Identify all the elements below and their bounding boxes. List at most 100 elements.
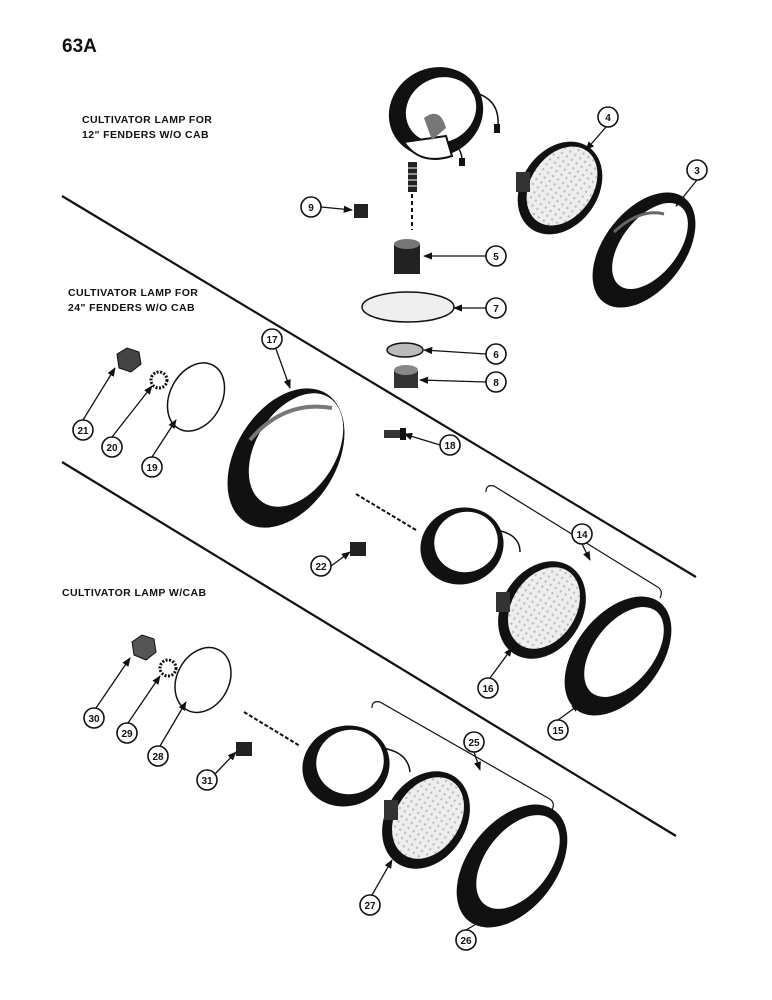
callout-leader [419,376,487,384]
callout-19: 19 [141,456,163,478]
lockwasher-29 [158,658,178,678]
callout-27: 27 [359,894,381,916]
svg-text:15: 15 [552,726,564,737]
callout-leader [330,551,351,567]
lamp-shield-17 [227,388,345,528]
svg-text:6: 6 [493,350,499,361]
callout-leader [95,657,131,709]
callout-26: 26 [455,929,477,951]
callout-5: 5 [485,245,507,267]
svg-text:26: 26 [460,936,472,947]
svg-text:16: 16 [482,684,494,695]
section-title-24-inch-fenders: CULTIVATOR LAMP FOR 24" FENDERS W/O CAB [68,287,202,314]
page-number: 63A [62,36,97,57]
callout-leader [111,385,153,438]
svg-text:4: 4 [605,113,611,124]
callout-18: 18 [439,434,461,456]
callout-3: 3 [686,159,708,181]
nut-8 [394,365,418,388]
section-title-line: 24" FENDERS W/O CAB [68,302,195,314]
shield-plate-7 [361,291,455,323]
sealed-beam-lamp-4 [516,141,603,235]
callout-leader [675,179,698,207]
svg-text:19: 19 [146,463,158,474]
lamp-housing-cab [243,711,411,807]
plate-19 [166,362,226,432]
callout-leader [473,751,481,771]
washer-6 [386,342,424,358]
retaining-ring-26 [456,804,568,928]
callout-20: 20 [101,436,123,458]
svg-text:9: 9 [308,203,314,214]
callout-leader [82,367,116,421]
svg-text:25: 25 [468,738,480,749]
nut-21 [116,347,142,373]
callout-8: 8 [485,371,507,393]
svg-text:29: 29 [121,729,133,740]
callout-leader [127,675,161,724]
section-title-line: CULTIVATOR LAMP FOR [82,114,212,126]
callout-leader [275,348,291,389]
retaining-ring-3 [592,192,696,308]
callout-leader [320,205,353,213]
svg-text:28: 28 [152,752,164,763]
assembly-bracket-25 [371,701,554,811]
callout-leader [489,647,513,679]
svg-text:7: 7 [493,304,499,315]
svg-text:8: 8 [493,378,499,389]
lamp-housing-12in [388,67,500,166]
retaining-ring-15 [564,596,672,716]
callout-4: 4 [597,106,619,128]
svg-text:5: 5 [493,252,499,263]
sealed-beam-lamp-27 [382,771,470,869]
callout-leader [151,419,177,458]
svg-text:3: 3 [694,166,700,177]
svg-text:22: 22 [315,562,327,573]
callout-leader [585,126,607,151]
svg-text:18: 18 [444,441,456,452]
section-title-line: CULTIVATOR LAMP FOR [68,287,198,299]
svg-text:17: 17 [266,335,278,346]
callout-leader [159,701,187,747]
callout-leader [581,543,591,561]
callout-28: 28 [147,745,169,767]
callout-15: 15 [547,719,569,741]
nut-30 [131,634,157,661]
connector-22 [350,542,366,556]
section-title-line: CULTIVATOR LAMP W/CAB [62,587,207,599]
callout-29: 29 [116,722,138,744]
lamp-housing-24in [355,493,521,585]
callout-31: 31 [196,769,218,791]
svg-text:30: 30 [88,714,100,725]
callout-leader [403,432,441,446]
callout-22: 22 [310,555,332,577]
svg-text:20: 20 [106,443,118,454]
connector-31 [236,742,252,756]
callout-leaders [82,126,698,931]
callout-leader [371,859,393,896]
callout-17: 17 [261,328,283,350]
svg-text:27: 27 [364,901,376,912]
plate-28 [174,646,232,714]
section-divider-upper [61,195,697,578]
connector-9 [354,204,368,218]
callout-7: 7 [485,297,507,319]
section-title-12-inch-fenders: CULTIVATOR LAMP FOR 12" FENDERS W/O CAB [82,114,216,141]
mounting-stud-12in [408,162,417,230]
callout-leader [423,346,487,355]
callout-6: 6 [485,343,507,365]
lockwasher-20 [149,370,169,390]
callout-25: 25 [463,731,485,753]
svg-text:31: 31 [201,776,213,787]
callout-leader [214,751,237,775]
callout-16: 16 [477,677,499,699]
section-title-with-cab: CULTIVATOR LAMP W/CAB [62,587,207,599]
svg-text:21: 21 [77,426,89,437]
callout-leader [465,915,491,931]
spacer-5 [394,239,420,274]
callout-leader [557,703,581,721]
callout-21: 21 [72,419,94,441]
callout-9: 9 [300,196,322,218]
sealed-beam-lamp-16 [496,561,586,659]
